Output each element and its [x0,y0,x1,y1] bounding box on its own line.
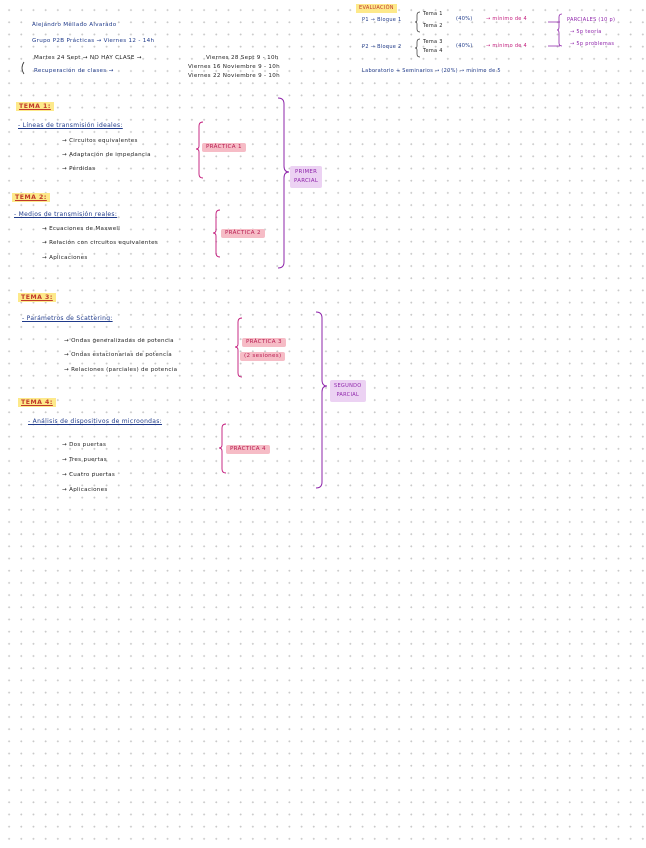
tema-1-item-2: → Adaptación de impedancia [62,152,151,158]
tema-4-item-4: → Aplicaciones [62,487,108,493]
eval-5p-problemas: → 5p problemas [570,41,615,47]
eval-p2-tema1: Tema 3 [423,39,443,45]
tema-4-item-1: → Dos puertas [62,442,107,448]
brace-p2 [414,38,421,58]
eval-p2-tema2: Tema 4 [423,48,443,54]
primer-parcial-line1: PRIMER [295,169,318,175]
note-recovery-date-a: Viernes 16 Noviembre 9 - 10h [188,64,280,70]
eval-p1-min: → mínimo de 4 [486,16,528,22]
segundo-parcial-label: SEGUNDO PARCIAL [330,380,366,402]
bracket-practica-4 [218,423,227,474]
group-schedule: Grupo P2B Prácticas → Viernes 12 - 14h [32,38,155,44]
note-no-class: Martes 24 Sept → NO HAY CLASE → [34,55,142,61]
practica-2-label: PRÁCTICA 2 [221,229,265,238]
practica-1-label: PRÁCTICA 1 [202,143,246,152]
tema-2-item-3: → Aplicaciones [42,255,88,261]
tema-2-item-2: → Relación con circuitos equivalentes [42,240,159,246]
brace-segundo-parcial [315,311,328,489]
eval-p2-min: → mínimo de 4 [486,43,528,49]
eval-p1-pct: (40%) [456,16,473,22]
practica-3-note: (2 sesiones) [240,352,286,361]
bracket-practica-2 [212,209,221,258]
eval-p1-tema1: Tema 1 [423,11,443,17]
tema-3-topic: - Parámetros de Scattering: [22,315,113,322]
tema-1-topic: - Líneas de transmisión ideales: [18,122,123,129]
tema-3-item-1: → Ondas generalizadas de potencia [64,338,174,344]
eval-parciales: PARCIALES (10 p) [567,17,616,23]
tema-2-title: TEMA 2: [12,193,50,202]
tema-2-item-1: → Ecuaciones de Maxwell [42,226,121,232]
tema-4-topic: - Análisis de dispositivos de microondas… [28,418,163,425]
segundo-parcial-line2: PARCIAL [336,392,360,398]
tema-4-title: TEMA 4: [18,398,56,407]
tema-1-item-1: → Circuitos equivalentes [62,138,138,144]
evaluation-title: EVALUACIÓN [356,4,397,13]
brace-primer-parcial [277,97,290,269]
eval-p1-tema2: Tema 2 [423,23,443,29]
tema-4-item-3: → Cuatro puertas [62,472,116,478]
note-recovery: Recuperación de clases → [34,68,114,74]
swirl-arrow [21,61,25,75]
note-recovery-date-b: Viernes 22 Noviembre 9 - 10h [188,73,280,79]
eval-5p-teoria: → 5p teoría [570,29,602,35]
brace-links [548,21,560,47]
eval-p1: P1 → Bloque 1 [362,17,402,23]
eval-p2: P2 → Bloque 2 [362,44,402,50]
practica-3-label: PRÁCTICA 3 [242,338,286,347]
brace-p1 [414,11,421,33]
eval-p2-pct: (40%) [456,43,473,49]
primer-parcial-label: PRIMER PARCIAL [290,166,323,188]
tema-1-item-3: → Pérdidas [62,166,96,172]
tema-4-item-2: → Tres puertas [62,457,107,463]
primer-parcial-line2: PARCIAL [294,178,319,184]
bracket-practica-3 [234,317,243,378]
segundo-parcial-line1: SEGUNDO [334,383,362,389]
brace-parciales [556,13,563,47]
student-name: Alejandro Mellado Alvarado [32,22,117,28]
tema-3-title: TEMA 3: [18,293,56,302]
tema-3-item-3: → Relaciones (parciales) de potencia [64,367,178,373]
tema-1-title: TEMA 1: [16,102,54,111]
eval-laboratorio: Laboratorio + Seminarios → (20%) → mínim… [362,68,501,74]
tema-3-item-2: → Ondas estacionarias de potencia [64,352,172,358]
practica-4-label: PRÁCTICA 4 [226,445,270,454]
note-no-class-date: Viernes 28 Sept 9 - 10h [206,55,279,61]
tema-2-topic: - Medios de transmisión reales: [14,211,118,218]
